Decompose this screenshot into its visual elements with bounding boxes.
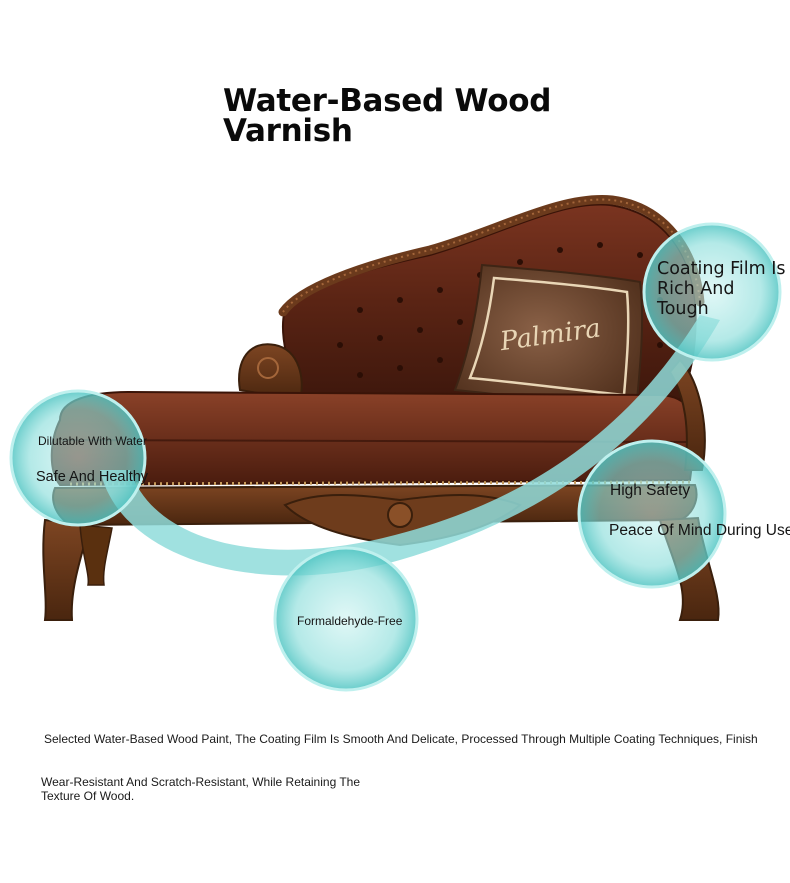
page-title: Water-Based Wood Varnish <box>223 83 583 149</box>
left-arm-carving <box>238 343 303 402</box>
bubble-safety <box>577 439 727 589</box>
feature-coating-label: Coating Film Is Rich And Tough <box>657 259 786 319</box>
title-line-1: Water-Based Wood <box>223 83 552 119</box>
feature-high-safety-label: High Safety <box>610 482 691 499</box>
description-line-2: Wear-Resistant And Scratch-Resistant, Wh… <box>41 775 361 803</box>
leg-back-left <box>79 524 113 586</box>
feature-formaldehyde-label: Formaldehyde-Free <box>297 614 403 628</box>
bubble-coating <box>642 222 782 362</box>
feature-peace-of-mind-label: Peace Of Mind During Use <box>609 522 790 539</box>
description-line-1: Selected Water-Based Wood Paint, The Coa… <box>44 732 758 746</box>
feature-safe-label: Safe And Healthy <box>36 469 149 485</box>
bubble-formaldehyde <box>273 546 419 692</box>
title-line-2: Varnish <box>223 113 353 149</box>
teal-swoosh <box>100 315 720 576</box>
feature-dilutable-label: Dilutable With Water <box>38 434 147 448</box>
bubble-dilutable <box>9 389 147 527</box>
